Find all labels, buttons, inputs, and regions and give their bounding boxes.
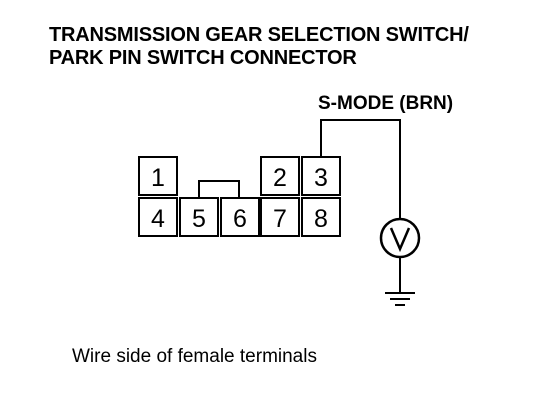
voltmeter-icon	[379, 217, 421, 259]
wire-label: S-MODE (BRN)	[318, 93, 454, 114]
ground-symbol-icon	[385, 292, 415, 306]
title-line-1: TRANSMISSION GEAR SELECTION SWITCH/	[49, 24, 469, 46]
pin-numbers: 1 2 3 4 5 6 7 8	[151, 164, 328, 233]
title-line-2: PARK PIN SWITCH CONNECTOR	[49, 47, 357, 69]
pin-number-4: 4	[151, 205, 165, 233]
diagram-title: TRANSMISSION GEAR SELECTION SWITCH/ PARK…	[49, 24, 469, 70]
pin-number-7: 7	[273, 205, 287, 233]
pin-cavity-7	[260, 197, 300, 237]
s-mode-wire-lead	[320, 119, 401, 219]
pin-cavity-1	[138, 156, 178, 196]
diagram-caption: Wire side of female terminals	[72, 346, 317, 367]
voltmeter-v-glyph	[389, 227, 411, 253]
pin-cavity-4	[138, 197, 178, 237]
pin-number-5: 5	[192, 205, 206, 233]
pin-number-3: 3	[314, 164, 328, 192]
pin-number-2: 2	[273, 164, 287, 192]
pin-number-1: 1	[151, 164, 165, 192]
connector-body	[138, 156, 341, 237]
pin-number-8: 8	[314, 205, 328, 233]
pin-cavity-8	[301, 197, 341, 237]
connector-lock-tab	[198, 180, 240, 198]
pin-cavity-2	[260, 156, 300, 196]
pin-number-6: 6	[233, 205, 247, 233]
